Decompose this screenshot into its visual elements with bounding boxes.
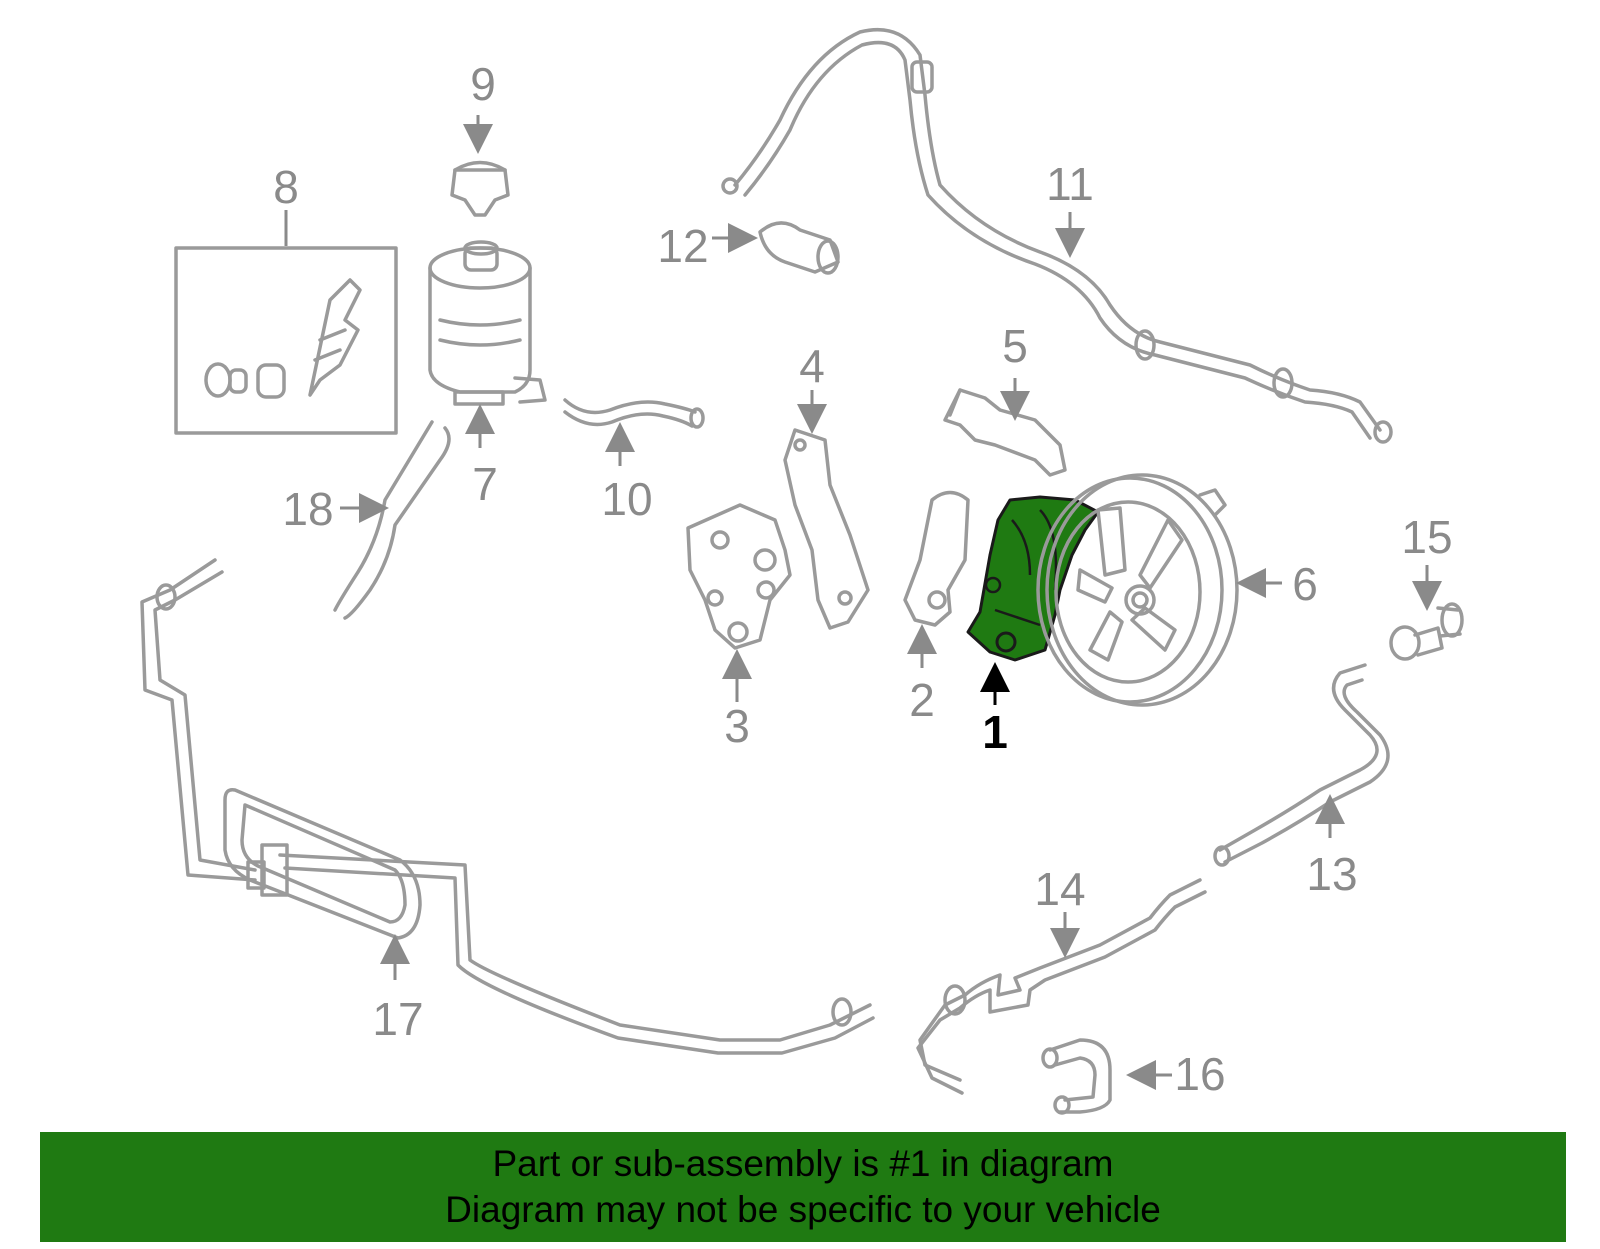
part-9-cap[interactable]	[450, 160, 510, 217]
part-16-hose[interactable]	[1041, 1038, 1112, 1115]
part-10-hose[interactable]	[563, 398, 705, 429]
part-14-return-line[interactable]	[916, 878, 1207, 1095]
callout-14: 14	[1034, 863, 1085, 915]
callout-11: 11	[1046, 158, 1094, 210]
callout-13: 13	[1306, 848, 1357, 900]
callout-7: 7	[472, 458, 498, 510]
parts-diagram: 1 2 3 4 5 6 7 8 9 10 11 12 13 14 15 16 1…	[140, 27, 1464, 1115]
callout-17: 17	[372, 993, 423, 1045]
callout-18: 18	[282, 483, 333, 535]
part-11-pressure-line[interactable]	[721, 27, 1393, 444]
part-18-hose[interactable]	[333, 420, 451, 620]
part-17-cooler[interactable]	[223, 787, 422, 940]
callout-5: 5	[1002, 320, 1028, 372]
part-8-seal-kit[interactable]	[174, 246, 398, 435]
banner-line-1: Part or sub-assembly is #1 in diagram	[492, 1143, 1114, 1184]
part-12-switch[interactable]	[758, 221, 840, 275]
part-7-reservoir[interactable]	[428, 240, 547, 406]
info-banner: Part or sub-assembly is #1 in diagram Di…	[40, 1132, 1566, 1242]
callout-15: 15	[1401, 511, 1452, 563]
part-3-bracket[interactable]	[686, 503, 792, 650]
callout-10: 10	[601, 473, 652, 525]
callout-12: 12	[657, 220, 708, 272]
callout-1: 1	[982, 706, 1008, 758]
part-15-bolt[interactable]	[1389, 602, 1464, 661]
callout-4: 4	[799, 340, 825, 392]
part-2-bracket[interactable]	[903, 490, 970, 627]
callout-8: 8	[273, 161, 299, 213]
part-13-hose[interactable]	[1213, 663, 1390, 867]
callout-9: 9	[470, 58, 496, 110]
banner-line-2: Diagram may not be specific to your vehi…	[445, 1189, 1161, 1230]
part-5-bracket[interactable]	[943, 388, 1067, 477]
part-4-bracket[interactable]	[783, 428, 870, 630]
part-1-pump[interactable]	[966, 495, 1100, 662]
callout-6: 6	[1292, 558, 1318, 610]
supply-line[interactable]	[140, 558, 875, 1055]
part-6-pulley[interactable]	[1036, 473, 1239, 707]
callout-2: 2	[909, 674, 935, 726]
callout-16: 16	[1174, 1048, 1225, 1100]
callout-3: 3	[724, 700, 750, 752]
